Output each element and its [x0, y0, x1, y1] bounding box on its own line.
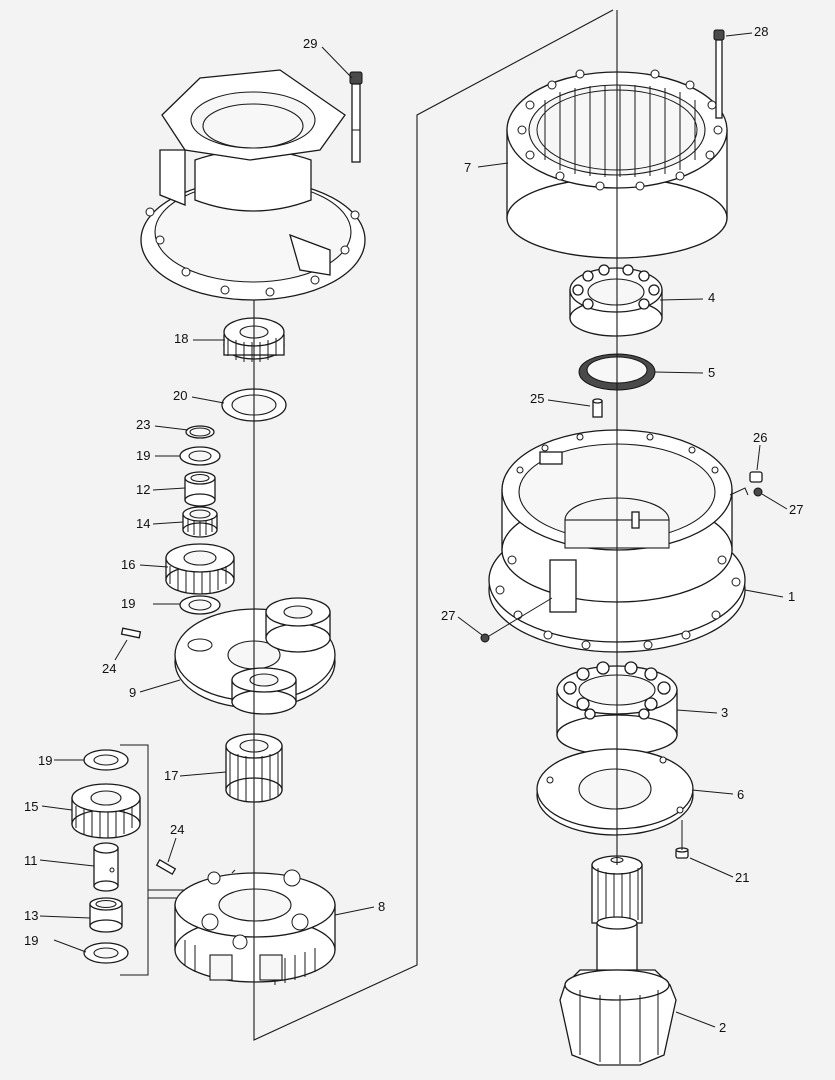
- bushing-13: [89, 897, 123, 933]
- callout-29: 29: [303, 36, 317, 51]
- callout-28: 28: [754, 24, 768, 39]
- snap-ring-23: [185, 425, 215, 439]
- callout-27-a: 27: [789, 502, 803, 517]
- callout-18: 18: [174, 331, 188, 346]
- washer-19-a: [179, 446, 221, 466]
- callout-19-c: 19: [38, 753, 52, 768]
- upper-housing: [140, 69, 366, 301]
- plug-27-a: [753, 487, 763, 497]
- planet-gear-16: [165, 543, 235, 595]
- planet-carrier-8: [174, 869, 336, 985]
- needle-bearing-14: [182, 506, 218, 538]
- callout-26: 26: [753, 430, 767, 445]
- callout-8: 8: [378, 899, 385, 914]
- callout-11: 11: [24, 853, 38, 868]
- bolt-29: [349, 71, 363, 163]
- callout-16: 16: [121, 557, 135, 572]
- callout-19-b: 19: [121, 596, 135, 611]
- callout-7: 7: [464, 160, 471, 175]
- callout-6: 6: [737, 787, 744, 802]
- washer-19-c: [83, 749, 129, 771]
- planet-pin-11: [93, 842, 119, 892]
- callout-15: 15: [24, 799, 38, 814]
- spring-pin-24-b: [155, 859, 177, 875]
- callout-20: 20: [173, 388, 187, 403]
- callout-13: 13: [24, 908, 38, 923]
- callout-12: 12: [136, 482, 150, 497]
- roller-bearing-4: [569, 264, 663, 337]
- callout-19-d: 19: [24, 933, 38, 948]
- callout-21: 21: [735, 870, 749, 885]
- bushing-12: [184, 471, 216, 507]
- retainer-plate-6: [536, 748, 694, 836]
- callout-19-a: 19: [136, 448, 150, 463]
- dowel-pin-25: [592, 398, 603, 418]
- column-connector-line: [253, 9, 614, 1041]
- callout-24-b: 24: [170, 822, 184, 837]
- pinion-shaft-2: [559, 855, 677, 1066]
- callout-23: 23: [136, 417, 150, 432]
- callout-14: 14: [136, 516, 150, 531]
- callout-labels: 29 28 7 4 18 5 20 25 23 26 19 12 27 14 1…: [24, 24, 803, 1035]
- planet-gear-15: [71, 783, 141, 839]
- plug-26: [749, 471, 763, 483]
- bolt-28: [713, 29, 725, 119]
- callout-3: 3: [721, 705, 728, 720]
- callout-2: 2: [719, 1020, 726, 1035]
- planet-carrier-9: [174, 597, 336, 715]
- callout-1: 1: [788, 589, 795, 604]
- callout-27-b: 27: [441, 608, 455, 623]
- callout-4: 4: [708, 290, 715, 305]
- callout-5: 5: [708, 365, 715, 380]
- callout-17: 17: [164, 768, 178, 783]
- bolt-21: [675, 820, 689, 859]
- callout-9: 9: [129, 685, 136, 700]
- callout-24-a: 24: [102, 661, 116, 676]
- housing-1: [488, 429, 749, 653]
- plug-27-b: [480, 597, 553, 643]
- spring-pin-24-a: [120, 627, 142, 639]
- washer-19-d: [83, 942, 129, 964]
- washer-19-b: [179, 595, 221, 615]
- callout-25: 25: [530, 391, 544, 406]
- leader-lines: [39, 32, 788, 1028]
